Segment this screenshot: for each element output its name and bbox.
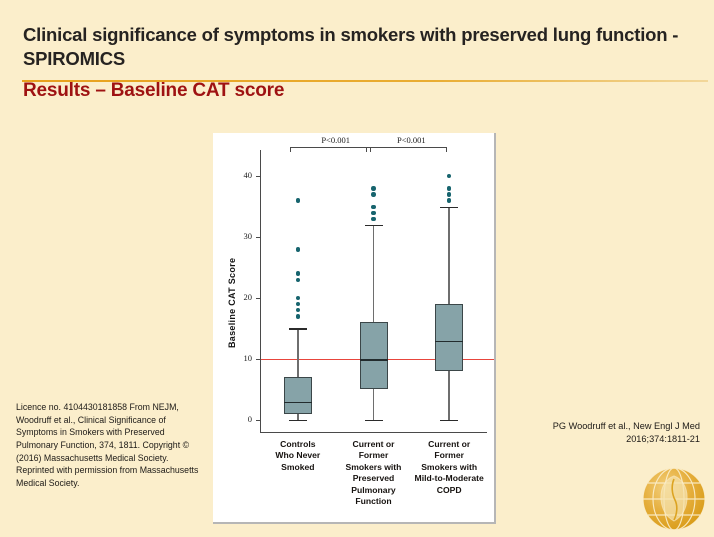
whisker-lower-0 <box>297 413 299 420</box>
median-1 <box>359 358 388 361</box>
citation-note: PG Woodruff et al., New Engl J Med 2016;… <box>488 420 700 447</box>
box-2 <box>435 304 464 372</box>
outlier-2-1 <box>446 186 452 191</box>
y-axis-title: Baseline CAT Score <box>227 257 237 348</box>
box-0 <box>283 377 312 414</box>
whisker-upper-1 <box>372 224 375 323</box>
outlier-0-1 <box>295 247 301 252</box>
licence-note: Licence no. 4104430181858 From NEJM, Woo… <box>16 402 199 488</box>
whisker-cap-lower-1 <box>364 419 383 422</box>
pvalue-bracket-1 <box>365 147 448 152</box>
y-axis-line <box>260 150 261 433</box>
pvalue-bracket-0 <box>289 147 372 152</box>
outlier-0-3 <box>295 277 301 282</box>
median-0 <box>283 401 312 404</box>
pvalue-label-0: P<0.001 <box>321 135 350 145</box>
y-tick-label-10: 10 <box>243 352 253 363</box>
whisker-lower-1 <box>372 389 375 420</box>
pvalue-label-1: P<0.001 <box>397 135 426 145</box>
globe-lung-icon <box>642 467 706 531</box>
whisker-cap-upper-0 <box>288 328 307 330</box>
globe-lung-logo <box>641 466 707 532</box>
x-axis-line <box>260 432 487 433</box>
outlier-0-2 <box>295 271 301 276</box>
y-tick-40 <box>256 176 260 178</box>
outlier-2-2 <box>446 192 452 197</box>
outlier-1-4 <box>371 216 376 222</box>
whisker-cap-lower-2 <box>440 419 459 422</box>
box-1 <box>359 322 388 390</box>
outlier-0-7 <box>295 314 301 319</box>
outlier-1-2 <box>371 204 376 209</box>
outlier-0-6 <box>295 308 301 313</box>
outlier-0-4 <box>295 295 301 301</box>
whisker-cap-upper-2 <box>440 206 459 209</box>
y-tick-0 <box>256 419 260 421</box>
y-tick-10 <box>256 358 260 360</box>
slide-subtitle: Results – Baseline CAT score <box>23 80 285 101</box>
y-tick-20 <box>256 298 260 300</box>
outlier-1-3 <box>371 210 376 215</box>
whisker-lower-2 <box>448 371 450 420</box>
y-tick-label-20: 20 <box>243 292 253 303</box>
outlier-0-5 <box>295 301 301 307</box>
y-tick-label-40: 40 <box>243 170 253 181</box>
median-2 <box>435 340 464 343</box>
outlier-2-0 <box>446 174 452 179</box>
y-tick-label-30: 30 <box>243 231 253 242</box>
whisker-cap-lower-0 <box>288 419 307 422</box>
y-tick-label-0: 0 <box>247 413 252 424</box>
outlier-0-0 <box>295 198 301 203</box>
outlier-2-3 <box>446 198 452 203</box>
page-title: Clinical significance of symptoms in smo… <box>23 24 679 69</box>
title-divider <box>22 80 708 82</box>
whisker-upper-2 <box>448 206 450 305</box>
whisker-cap-upper-1 <box>364 224 383 227</box>
y-tick-30 <box>256 237 260 239</box>
citation-line-2: 2016;374:1811-21 <box>626 434 700 445</box>
outlier-1-0 <box>371 186 376 191</box>
outlier-1-1 <box>371 192 376 197</box>
citation-line-1: PG Woodruff et al., New Engl J Med <box>552 421 700 431</box>
whisker-upper-0 <box>297 328 299 378</box>
